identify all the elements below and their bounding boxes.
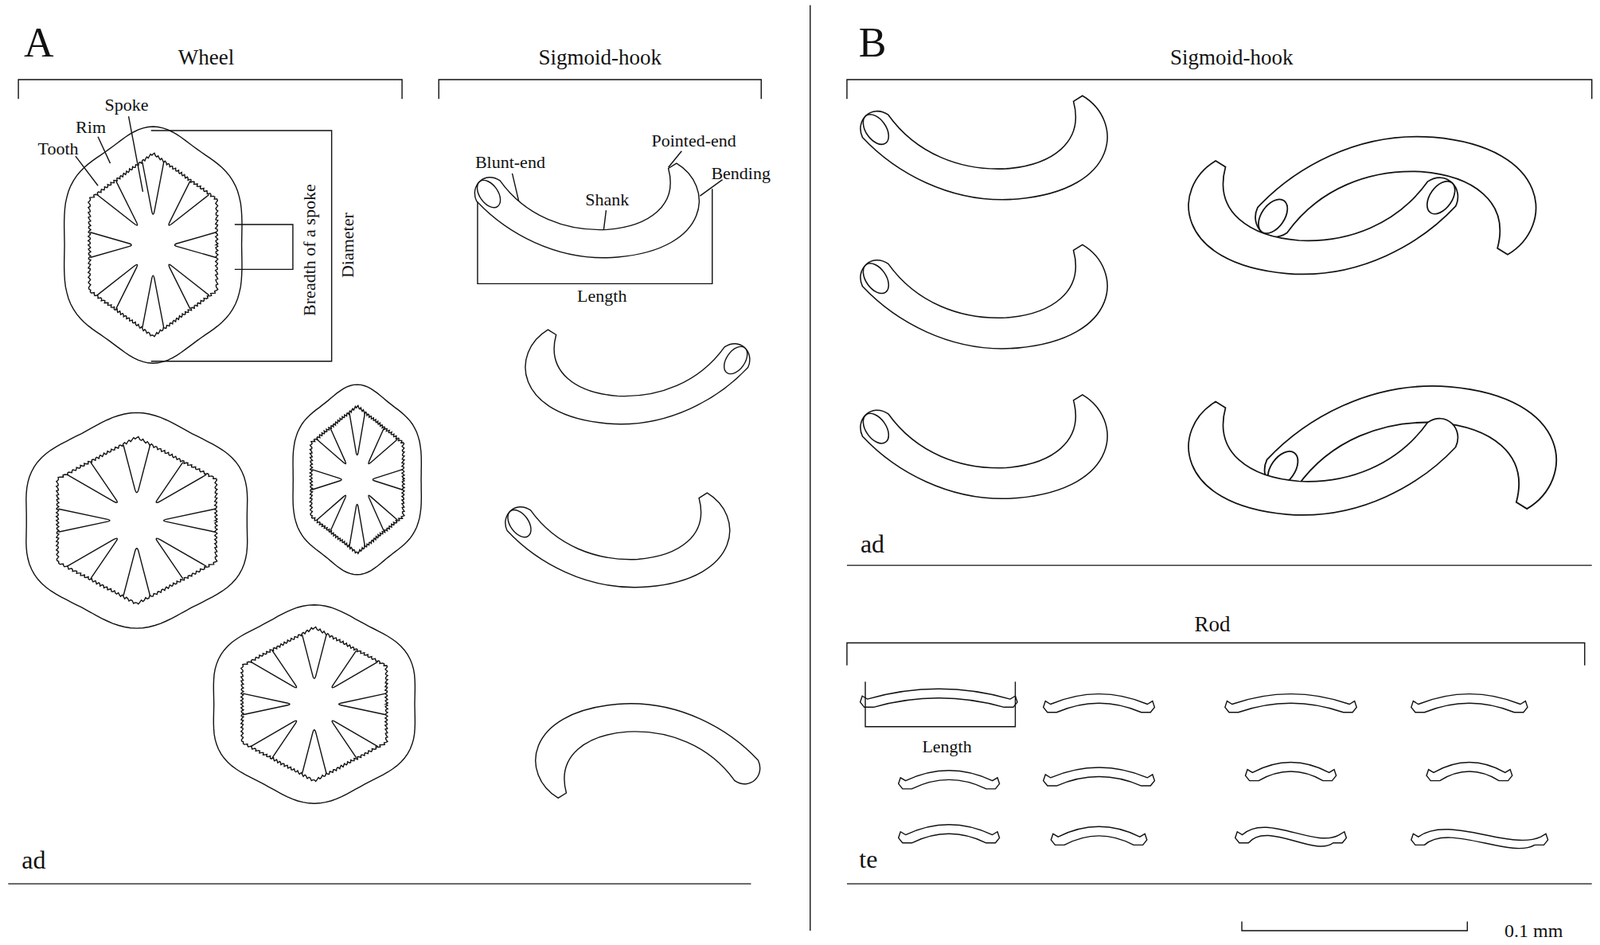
group-heading: Wheel bbox=[178, 46, 235, 71]
wheel-spoke bbox=[349, 503, 365, 547]
wheel-spoke bbox=[58, 508, 110, 532]
wheel-spoke bbox=[368, 428, 399, 465]
wheel-spoke bbox=[97, 180, 138, 226]
part-name: Spoke bbox=[105, 95, 149, 115]
wheel-spoke bbox=[142, 275, 164, 328]
rod-sclerite bbox=[1050, 826, 1147, 845]
rod-sclerite bbox=[1411, 829, 1549, 849]
wheel-spoke bbox=[302, 729, 328, 774]
scale-bar-label: 0.1 mm bbox=[1504, 920, 1563, 941]
panel-letter: B bbox=[858, 19, 887, 66]
wheel-spoke bbox=[66, 538, 118, 579]
part-name: Bending bbox=[710, 163, 771, 184]
wheel-rim bbox=[26, 412, 248, 629]
wheel-spoke bbox=[168, 180, 210, 226]
layer-code: te bbox=[858, 845, 878, 874]
wheel-spoke bbox=[174, 232, 216, 258]
wheel-spoke bbox=[331, 720, 378, 758]
rod-sclerite bbox=[1245, 762, 1337, 781]
layer-code: ad bbox=[860, 530, 885, 559]
rod-sclerite bbox=[1235, 827, 1347, 847]
wheel-spoke bbox=[168, 264, 210, 309]
wheel-teeth bbox=[56, 437, 218, 605]
rod-sclerite bbox=[898, 770, 1000, 789]
wheel-spoke bbox=[66, 462, 118, 504]
wheel-spoke bbox=[123, 444, 151, 493]
rod-sclerite bbox=[1043, 767, 1156, 786]
wheel-spoke bbox=[156, 538, 207, 579]
part-name: Shank bbox=[585, 190, 629, 210]
wheel-spoke bbox=[163, 508, 216, 532]
part-name: Tooth bbox=[38, 139, 79, 159]
rod-sclerite bbox=[860, 688, 1018, 707]
wheel-spoke bbox=[331, 650, 378, 688]
rod-sclerite bbox=[898, 824, 1000, 843]
wheel-spoke bbox=[302, 634, 328, 679]
wheel-spoke bbox=[250, 720, 297, 758]
dimension-name: Diameter bbox=[338, 212, 358, 278]
wheel-spoke bbox=[250, 650, 297, 688]
wheel-spoke bbox=[312, 469, 343, 491]
wheel-spoke bbox=[316, 428, 347, 465]
rod-sclerite bbox=[1225, 694, 1357, 713]
wheel-teeth bbox=[309, 405, 405, 554]
wheel-spoke bbox=[368, 495, 399, 531]
part-name: Rim bbox=[75, 117, 106, 137]
wheel-rim bbox=[213, 604, 415, 804]
panel-letter: A bbox=[23, 19, 55, 66]
wheel-spoke bbox=[156, 462, 207, 504]
rod-sclerite bbox=[1426, 762, 1513, 781]
wheel-rim bbox=[292, 384, 422, 575]
dimension-name: Breadth of a spoke bbox=[299, 183, 319, 317]
wheel-spoke bbox=[97, 264, 138, 309]
group-heading: Sigmoid-hook bbox=[1170, 46, 1294, 71]
wheel-spoke bbox=[316, 495, 347, 531]
layer-code: ad bbox=[21, 846, 46, 875]
dimension-name: Length bbox=[921, 737, 972, 757]
wheel-spoke bbox=[89, 232, 132, 258]
group-heading: Sigmoid-hook bbox=[538, 46, 663, 71]
part-name: Blunt-end bbox=[475, 152, 546, 172]
dimension-name: Length bbox=[577, 286, 627, 306]
wheel-spoke bbox=[123, 548, 151, 597]
wheel-spoke bbox=[339, 693, 387, 715]
wheel-teeth bbox=[88, 152, 219, 336]
part-name: Pointed-end bbox=[651, 131, 737, 151]
rod-sclerite bbox=[1043, 694, 1156, 713]
wheel-spoke bbox=[349, 413, 365, 456]
wheel-teeth bbox=[241, 626, 389, 781]
wheel-rim bbox=[64, 126, 242, 363]
wheel-spoke bbox=[242, 693, 290, 715]
wheel-spoke bbox=[372, 469, 403, 491]
group-heading: Rod bbox=[1194, 612, 1230, 637]
wheel-spoke bbox=[142, 162, 164, 215]
rod-sclerite bbox=[1411, 694, 1528, 713]
